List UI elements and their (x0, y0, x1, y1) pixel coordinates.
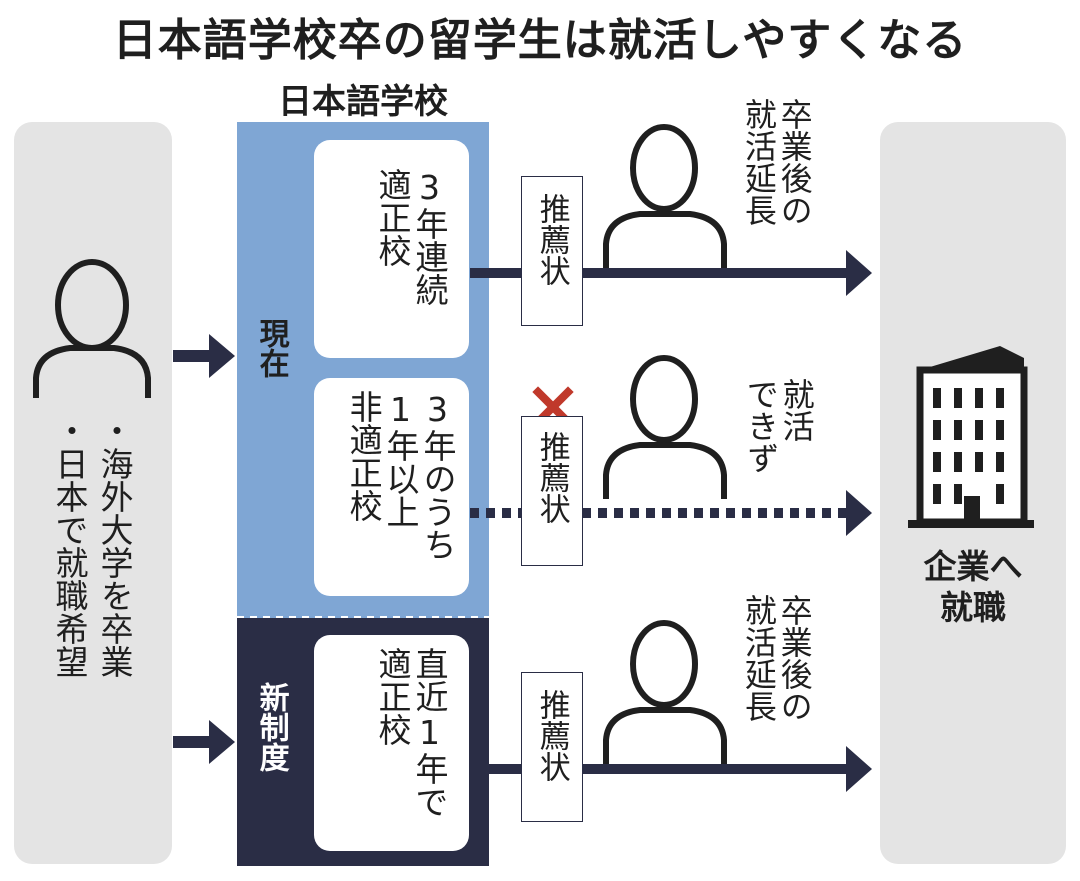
recommendation-letter-bottom: 推薦状 (521, 672, 583, 822)
recommendation-letter-bottom-text: 推薦状 (533, 689, 570, 782)
diagram-title: 日本語学校卒の留学生は就活しやすくなる (112, 15, 968, 66)
recommendation-letter-top: 推薦状 (521, 176, 583, 326)
office-building-icon (908, 346, 1034, 528)
new-system-card: 直近1年で 適正校 (314, 635, 469, 851)
recommendation-letter-denied: 推薦状 (521, 416, 583, 566)
qualified-school-card: 3年連続 適正校 (314, 140, 469, 358)
outcome-top-text: 卒業後の 就活延長 (739, 98, 814, 226)
graduate-person-icon-middle (603, 355, 727, 499)
arrow-track-middle (470, 490, 872, 536)
recommendation-letter-denied-text: 推薦状 (533, 431, 570, 524)
arrow-track-bottom (470, 746, 872, 792)
student-requirement-overseas: ・海外大学を卒業 (94, 414, 134, 678)
school-column-label: 日本語学校 (278, 82, 448, 122)
qualified-school-text: 3年連続 適正校 (373, 168, 449, 306)
student-requirement-japan: ・日本で就職希望 (49, 414, 89, 678)
outcome-bottom-text: 卒業後の 就活延長 (739, 594, 814, 722)
arrow-student-to-new (173, 720, 235, 764)
graduate-person-icon-bottom (603, 620, 727, 764)
graduate-person-icon-top (603, 124, 727, 268)
student-person-icon (33, 259, 151, 398)
arrow-student-to-current (173, 334, 235, 378)
unqualified-school-card: 3年のうち 1年以上 非適正校 (314, 378, 469, 596)
current-system-label: 現在 (253, 318, 289, 378)
student-panel (14, 122, 172, 864)
destination-label: 企業へ 就職 (923, 547, 1023, 628)
new-system-card-text: 直近1年で 適正校 (373, 647, 449, 818)
outcome-middle-text: 就活 できず (741, 378, 816, 474)
arrow-track-top (470, 250, 872, 296)
unqualified-school-text: 3年のうち 1年以上 非適正校 (344, 390, 457, 561)
recommendation-letter-top-text: 推薦状 (533, 193, 570, 286)
new-system-label: 新制度 (253, 682, 289, 772)
